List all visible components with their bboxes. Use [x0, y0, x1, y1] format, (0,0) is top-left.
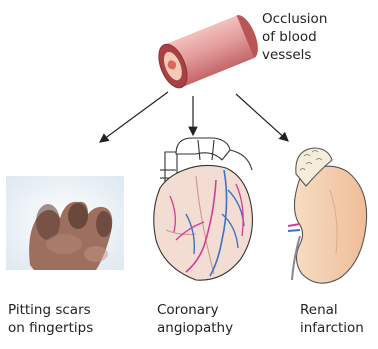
occlusion-label: Occlusion of blood vessels — [262, 10, 327, 64]
heart-icon — [154, 138, 253, 280]
arrow-left — [100, 92, 168, 142]
arrow-right — [236, 94, 288, 141]
kidney-icon — [288, 148, 367, 283]
blood-vessel-icon — [153, 12, 263, 92]
coronary-angiopathy-label: Coronary angiopathy — [157, 301, 233, 337]
pitting-scars-label: Pitting scars on fingertips — [8, 301, 93, 337]
renal-infarction-label: Renal infarction — [300, 301, 364, 337]
finger-photo — [6, 176, 124, 270]
